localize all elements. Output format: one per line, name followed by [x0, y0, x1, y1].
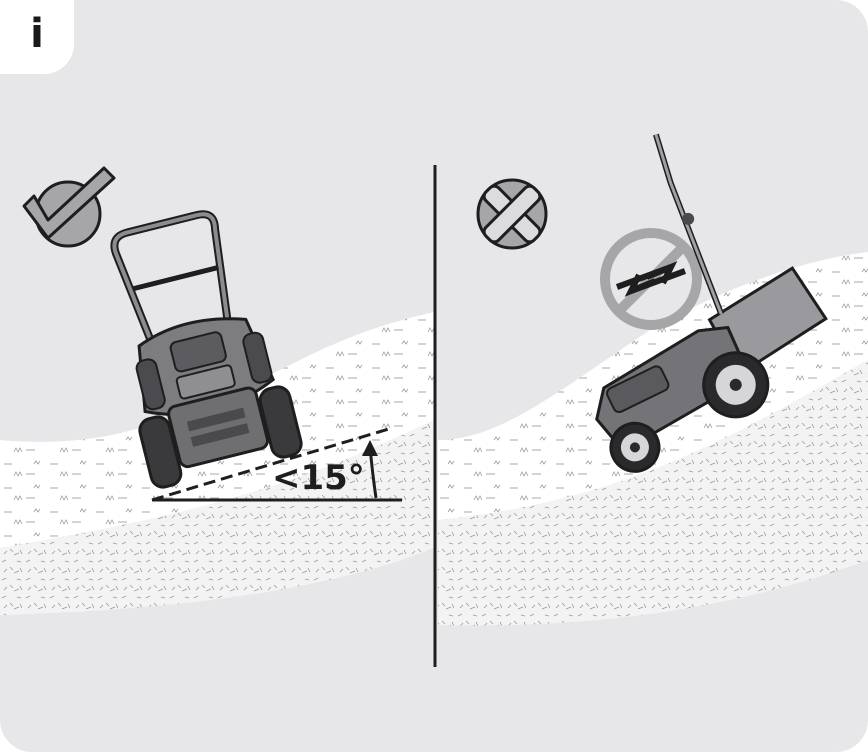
- info-icon: i: [0, 10, 74, 58]
- angle-label: <15°: [272, 458, 365, 498]
- info-badge: i: [0, 0, 74, 74]
